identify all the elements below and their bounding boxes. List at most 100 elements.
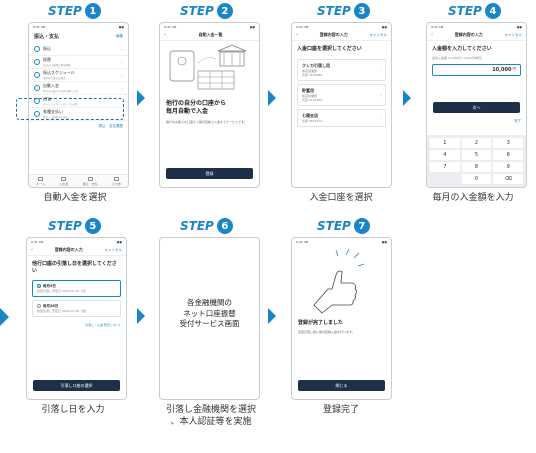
bank-illustration-icon — [169, 44, 247, 90]
caption-step-7: 登録完了 — [322, 405, 359, 415]
headline: 毎月自動で入金 — [166, 108, 209, 116]
cancel-button[interactable]: キャンセル — [369, 32, 388, 37]
option-day-5[interactable]: 毎月5日 初回引落し予定日 2024.00.05（月） — [32, 280, 121, 297]
chevron-right-icon: › — [121, 98, 123, 104]
tab-deposit[interactable]: 入出金 — [59, 176, 68, 186]
schedule-info-link[interactable]: 引落し・入金予定について — [85, 323, 121, 327]
done-button[interactable]: 完了 — [514, 119, 521, 123]
select-debit-account-button[interactable]: 引落し口座の選択 — [33, 380, 120, 391]
tab-bar: ホーム 入出金 振込・支払 その他 — [29, 174, 128, 187]
account-card[interactable]: 貯蓄用 本店営業部 普通 2134964 › — [297, 83, 386, 106]
key-9[interactable]: 9 — [493, 162, 523, 172]
chevron-right-icon: › — [121, 46, 123, 52]
close-button[interactable]: 閉じる — [298, 380, 385, 391]
menu-item-payment[interactable]: 各種支払い税金・公共料金の支払い› — [29, 108, 128, 121]
caption-step-3: 入金口座を選択 — [309, 193, 373, 203]
edit-button[interactable]: 編集 — [116, 34, 123, 38]
back-icon[interactable]: ‹ — [296, 32, 298, 38]
section-title: 入金口座を選択してください — [297, 46, 362, 52]
cancel-button[interactable]: キャンセル — [504, 32, 523, 37]
cancel-button[interactable]: キャンセル — [104, 247, 123, 252]
key-8[interactable]: 8 — [461, 162, 492, 172]
key-blank — [430, 174, 460, 184]
caption-step-6: 引落し金融機関を選択 、本人認証等を実施 — [165, 405, 256, 428]
completion-body: 初回引落し後に毎月自動入金を行います。 — [298, 330, 355, 334]
step-6-header: STEP 6 — [180, 218, 233, 234]
chevron-right-icon: › — [121, 59, 123, 65]
key-4[interactable]: 4 — [430, 150, 460, 160]
arrow-icon — [137, 308, 145, 324]
description: 他行のお客さま口座から毎月自動で入金するサービスです。 — [166, 120, 247, 125]
external-service-text: 各金融機関の — [187, 298, 232, 307]
key-0[interactable]: 0 — [461, 174, 492, 184]
chevron-right-icon: › — [380, 115, 382, 120]
thumbs-up-icon — [313, 248, 365, 314]
radio-icon — [37, 304, 41, 308]
step-5-header: STEP 5 — [48, 218, 101, 234]
step-7-header: STEP 7 — [317, 218, 370, 234]
transfer-icon — [34, 46, 40, 52]
key-6[interactable]: 6 — [493, 150, 523, 160]
menu-item-transfer[interactable]: 振込› — [29, 43, 128, 56]
chevron-right-icon: › — [380, 92, 382, 97]
section-title: 入金額を入力してください — [432, 46, 492, 52]
step-4-header: STEP 4 — [448, 3, 501, 19]
menu-icon — [113, 176, 119, 181]
chevron-right-icon: › — [121, 111, 123, 117]
home-icon — [38, 176, 44, 181]
caption-step-1: 自動入金を選択 — [43, 193, 107, 203]
arrow-icon — [137, 90, 145, 106]
menu-item-furikae[interactable]: 振替自分の口座間の資金移動› — [29, 56, 128, 69]
screen-step-1: 9:41 AM●● 振込・支払 編集 振込› 振替自分の口座間の資金移動› 振込… — [28, 22, 129, 188]
transfer-icon — [87, 176, 93, 181]
back-icon[interactable]: ‹ — [31, 247, 33, 253]
option-day-26[interactable]: 毎月26日 初回引落し予定日 2024.00.26（金） — [32, 300, 121, 317]
next-button[interactable]: 次へ — [433, 102, 520, 113]
highlight-auto-deposit — [16, 98, 124, 120]
tab-home[interactable]: ホーム — [36, 176, 45, 186]
screen-step-5: 9:41 AM●● ‹登録内容の入力キャンセル 他行口座の引落し日を選択してくだ… — [26, 237, 127, 400]
key-3[interactable]: 3 — [493, 138, 523, 148]
account-card[interactable]: クレカ引落し用 本店営業部 普通 2134964 › — [297, 58, 386, 81]
external-service-text: ネット口座振替 — [183, 308, 236, 318]
key-2[interactable]: 2 — [461, 138, 492, 148]
caption-step-4: 毎月の入金額を入力 — [432, 193, 514, 203]
receipt-icon — [34, 111, 40, 117]
arrow-icon — [268, 90, 276, 106]
key-7[interactable]: 7 — [430, 162, 460, 172]
step-1-header: STEP 1 — [48, 3, 101, 19]
calendar-icon — [34, 72, 40, 78]
caption-step-5: 引落し日を入力 — [41, 405, 105, 415]
menu-item-schedule[interactable]: 振込スケジュール予約中の振込を確認› — [29, 69, 128, 82]
chevron-right-icon: › — [380, 67, 382, 72]
external-service-text: 受付サービス画面 — [179, 319, 240, 328]
chevron-right-icon: › — [121, 85, 123, 91]
radio-selected-icon — [37, 284, 41, 288]
screen-step-4: 9:41 AM●● ‹登録内容の入力キャンセル 入金額を入力してください 最低入… — [426, 22, 527, 188]
backspace-icon[interactable]: ⌫ — [493, 174, 523, 184]
menu-item-auto-deposit[interactable]: 自動入金他行の口座から毎月自動で入金› — [29, 82, 128, 95]
arrow-icon — [403, 90, 411, 106]
headline: 他行の自分の口座から — [166, 100, 227, 107]
numeric-keypad: 1 2 3 4 5 6 7 8 9 0 ⌫ — [427, 135, 526, 187]
back-icon[interactable]: ‹ — [164, 32, 166, 38]
auto-deposit-icon — [34, 85, 40, 91]
step-3-header: STEP 3 — [317, 3, 370, 19]
page-title: 振込・支払 — [34, 34, 60, 40]
back-icon[interactable]: ‹ — [431, 32, 433, 38]
history-link[interactable]: 振込・支払履歴 — [98, 124, 124, 128]
key-1[interactable]: 1 — [430, 138, 460, 148]
arrow-icon — [268, 308, 276, 324]
key-5[interactable]: 5 — [461, 150, 492, 160]
amount-hint: 最低入金額 10,000円（1000円単位） — [432, 55, 485, 60]
section-title: 他行口座の引落し日を選択してください — [32, 261, 117, 274]
step-2-header: STEP 2 — [180, 3, 233, 19]
chevron-right-icon: › — [121, 72, 123, 78]
register-button[interactable]: 登録 — [166, 168, 253, 179]
tab-other[interactable]: その他 — [112, 176, 121, 186]
tab-transfer[interactable]: 振込・支払 — [83, 176, 98, 186]
account-card[interactable]: 七陽支店 普通 9543210 › — [297, 108, 386, 127]
screen-step-3: 9:41 AM●● ‹登録内容の入力キャンセル 入金口座を選択してください クレ… — [291, 22, 392, 188]
